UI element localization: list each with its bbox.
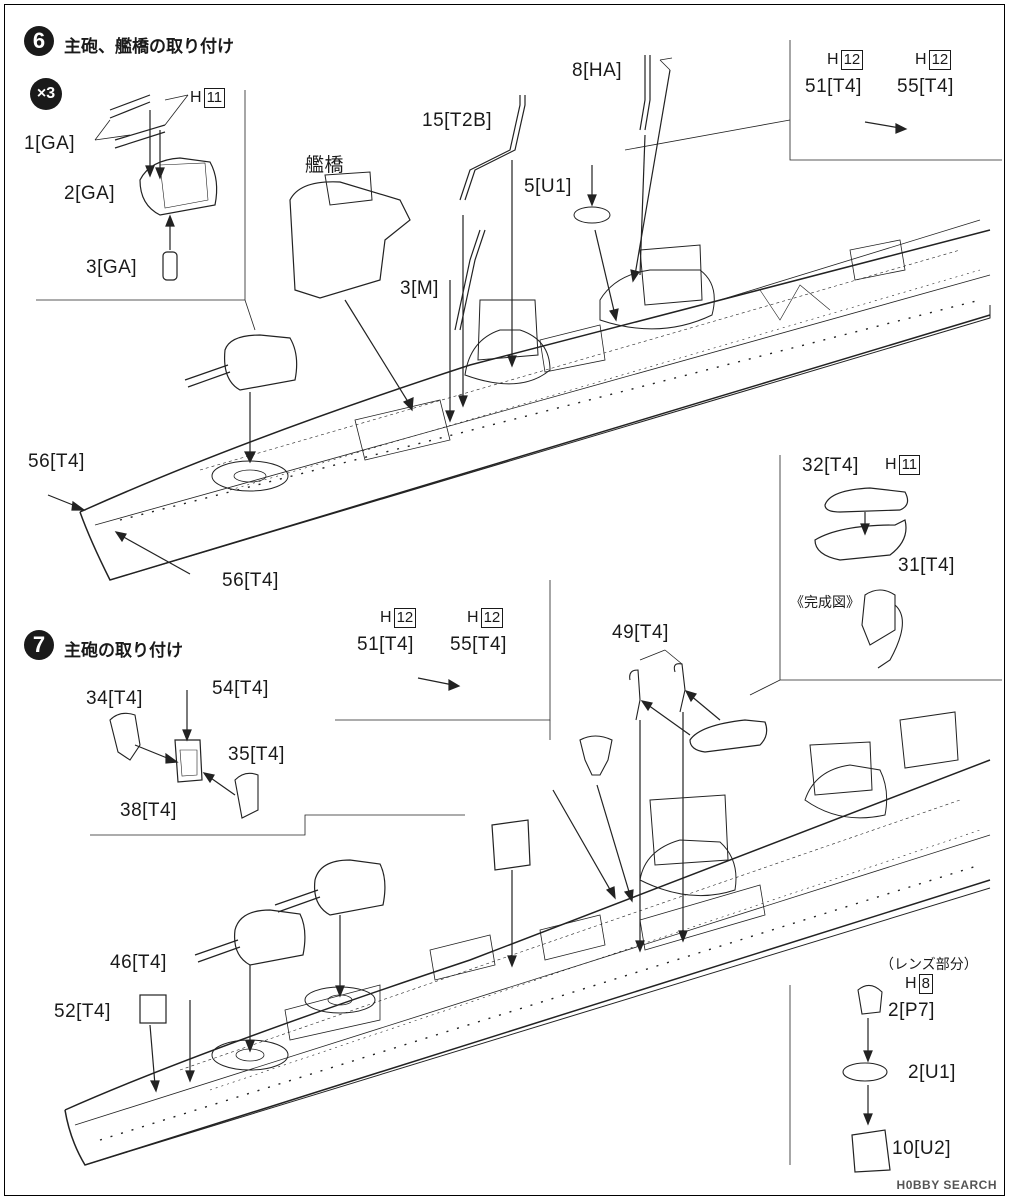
part-label-34T4: 34[T4] [86,688,143,709]
part-label-1GA: 1[GA] [24,133,76,154]
part-label-56T4-bottom: 56[T4] [222,570,279,591]
part-label-49T4: 49[T4] [612,622,669,643]
part-label-46T4: 46[T4] [110,952,167,973]
part-label-10U2: 10[U2] [892,1138,951,1159]
h-prefix: H [190,89,202,106]
part-label-3M: 3[M] [400,278,439,299]
h8-box: 8 [918,974,933,994]
h-prefix: H [380,609,392,626]
part-label-2U1: 2[U1] [908,1062,956,1083]
bridge-label: 艦橋 [305,155,345,176]
part-label-38T4: 38[T4] [120,800,177,821]
step6-title: 主砲、艦橋の取り付け [64,37,234,56]
part-label-5U1: 5[U1] [524,176,572,197]
part-label-3GA: 3[GA] [86,257,138,278]
finished-view-label: 《完成図》 [790,594,860,610]
part-label-55T4: 55[T4] [897,76,954,97]
h-prefix: H [915,51,927,68]
step7-title: 主砲の取り付け [64,641,183,660]
part-label-55T4-step7: 55[T4] [450,634,507,655]
h11-box: 11 [898,455,921,475]
part-label-8HA: 8[HA] [572,60,623,81]
part-label-56T4-left: 56[T4] [28,451,85,472]
page-border [4,4,1005,1196]
step6-number-badge: 6 [24,26,54,56]
part-label-54T4: 54[T4] [212,678,269,699]
part-label-51T4-step7: 51[T4] [357,634,414,655]
part-label-31T4: 31[T4] [898,555,955,576]
part-label-32T4: 32[T4] [802,455,859,476]
watermark: H0BBY SEARCH [896,1178,997,1192]
h12-box: 12 [928,50,952,70]
h12-box: 12 [393,608,417,628]
h-prefix: H [827,51,839,68]
h-prefix: H [467,609,479,626]
part-label-2GA: 2[GA] [64,183,116,204]
h-prefix: H [905,975,917,992]
step7-number-badge: 7 [24,630,54,660]
part-label-15T2B: 15[T2B] [422,110,493,131]
part-label-52T4: 52[T4] [54,1001,111,1022]
lens-part-label: （レンズ部分） [880,956,978,972]
h-prefix: H [885,456,897,473]
h12-box: 12 [840,50,864,70]
part-label-2P7: 2[P7] [888,1000,935,1021]
step6-multiplier-badge: ×3 [30,78,62,110]
h11-box: 11 [203,88,226,108]
h12-box: 12 [480,608,504,628]
part-label-51T4: 51[T4] [805,76,862,97]
part-label-35T4: 35[T4] [228,744,285,765]
